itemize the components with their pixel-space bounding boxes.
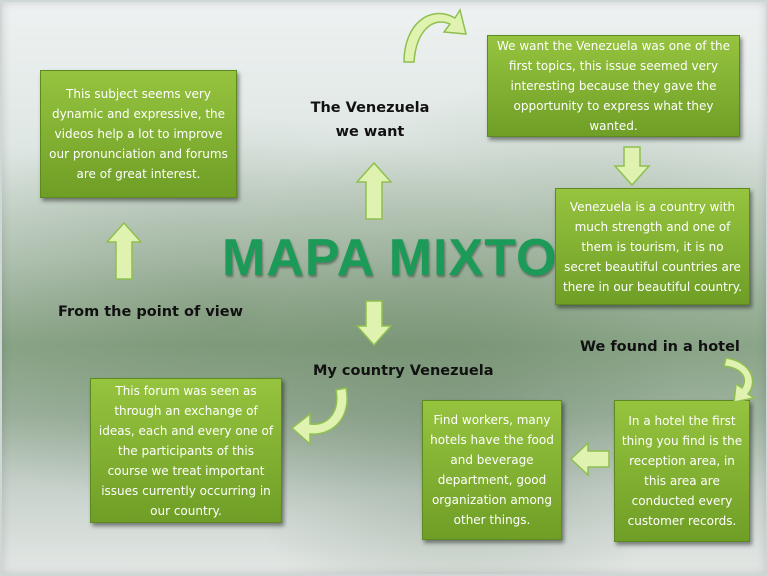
label-point-of-view: From the point of view <box>58 304 243 320</box>
slide-title: MAPA MIXTO <box>222 229 558 287</box>
curved-arrow-top-icon <box>403 8 467 63</box>
curved-arrow-bottom-left-icon <box>290 387 348 446</box>
arrow-up-center-icon <box>355 161 393 220</box>
label-venezuela-we-want: The Venezuela we want <box>310 100 430 140</box>
arrow-down-center-icon <box>355 300 393 347</box>
box-we-want: We want the Venezuela was one of the fir… <box>487 35 740 137</box>
curved-arrow-right-icon <box>723 357 756 403</box>
box-tourism: Venezuela is a country with much strengt… <box>555 188 750 305</box>
arrow-up-left-icon <box>105 221 143 280</box>
arrow-left-icon <box>569 441 610 477</box>
box-reception: In a hotel the first thing you find is t… <box>614 400 750 542</box>
arrow-down-right-icon <box>613 146 651 187</box>
box-forum: This forum was seen as through an exchan… <box>90 378 282 523</box>
box-subject: This subject seems very dynamic and expr… <box>40 70 237 198</box>
label-hotel: We found in a hotel <box>580 339 740 355</box>
box-workers: Find workers, many hotels have the food … <box>422 400 562 540</box>
label-my-country: My country Venezuela <box>313 363 494 379</box>
